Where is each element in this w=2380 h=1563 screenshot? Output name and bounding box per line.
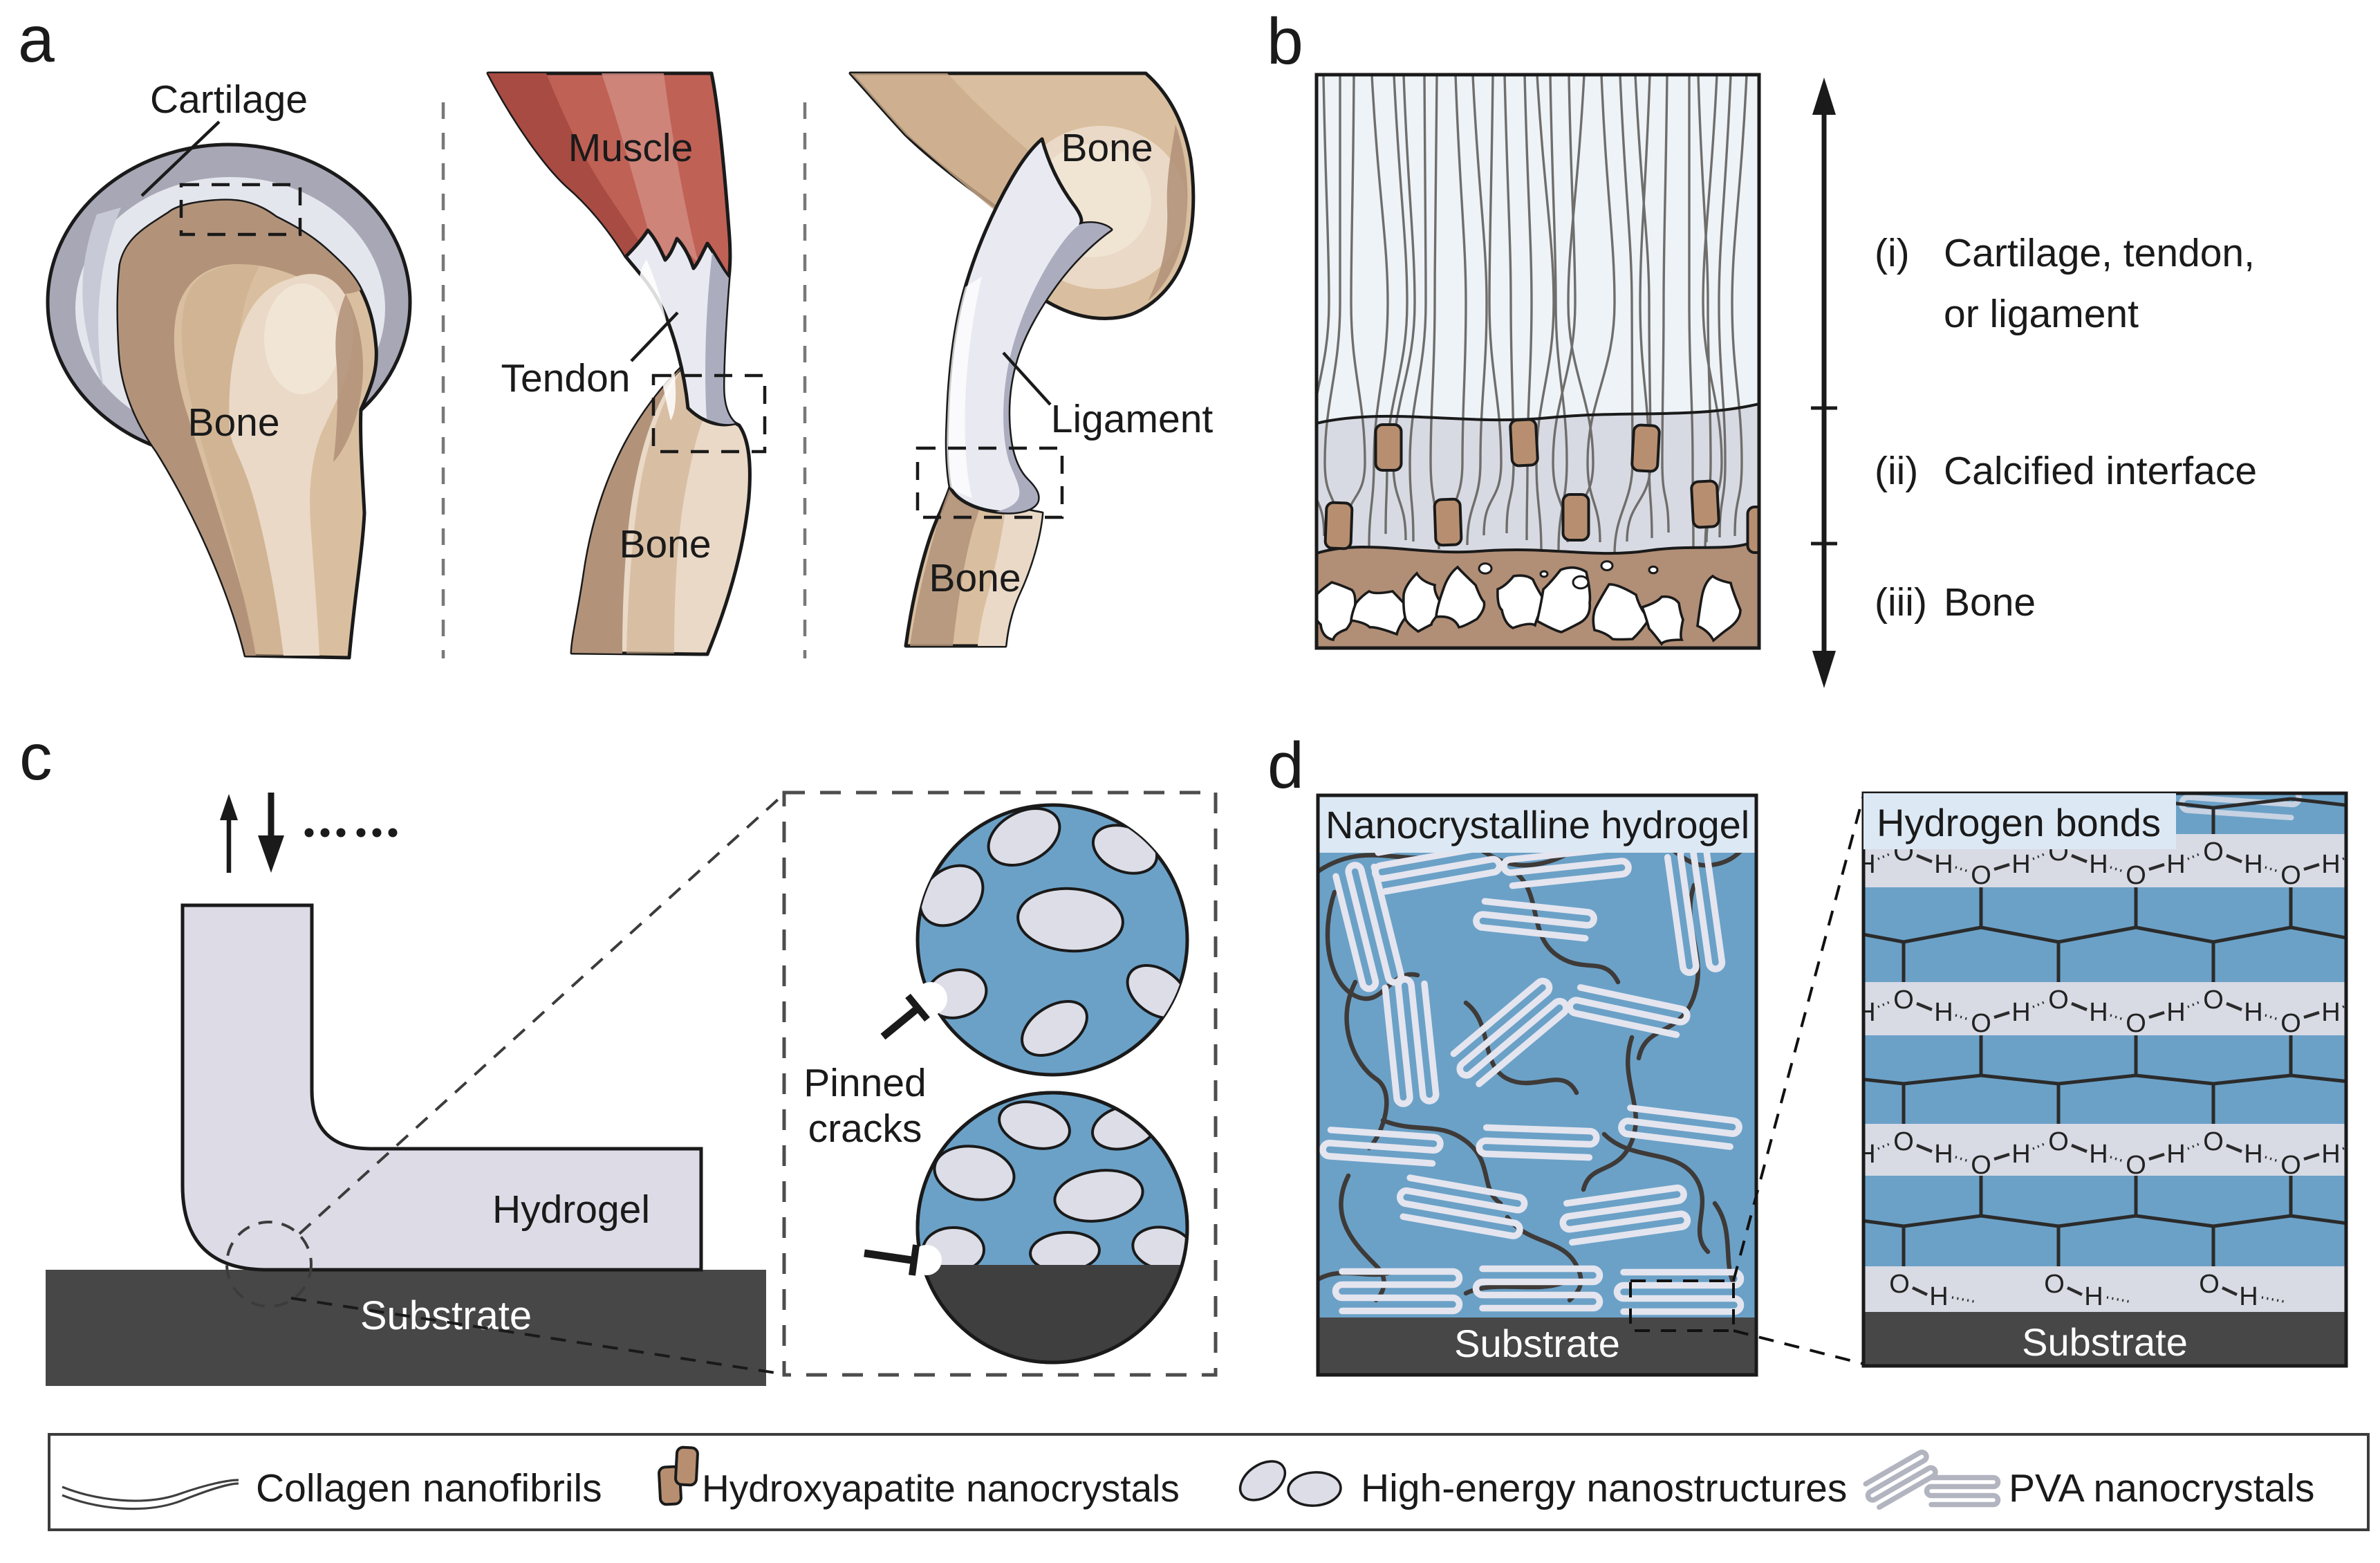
svg-text:Hydroxyapatite nanocrystals: Hydroxyapatite nanocrystals — [702, 1467, 1180, 1510]
svg-text:O: O — [1971, 1009, 1991, 1038]
svg-text:H: H — [2244, 850, 2262, 879]
svg-text:H: H — [2166, 1140, 2185, 1169]
svg-text:Hydrogel: Hydrogel — [492, 1187, 650, 1232]
svg-text:Bone: Bone — [187, 400, 279, 445]
svg-text:PVA nanocrystals: PVA nanocrystals — [2009, 1466, 2315, 1510]
svg-text:O: O — [2199, 1270, 2220, 1299]
svg-text:H: H — [2239, 1282, 2258, 1311]
svg-text:H: H — [2011, 998, 2030, 1027]
svg-text:O: O — [1971, 861, 1991, 890]
svg-text:H: H — [2244, 1140, 2262, 1169]
svg-text:Substrate: Substrate — [1454, 1322, 1620, 1365]
svg-text:H: H — [2321, 1140, 2340, 1169]
svg-text:O: O — [2203, 986, 2224, 1015]
svg-text:O: O — [1889, 1270, 1910, 1299]
svg-text:Pinned: Pinned — [803, 1061, 927, 1105]
svg-text:(iii): (iii) — [1875, 580, 1927, 625]
svg-text:O: O — [2048, 986, 2069, 1015]
svg-text:H: H — [2011, 1140, 2030, 1169]
svg-text:H: H — [2011, 850, 2030, 879]
svg-text:Collagen nanofibrils: Collagen nanofibrils — [256, 1466, 602, 1510]
svg-text:O: O — [1893, 986, 1914, 1015]
svg-text:O: O — [2280, 861, 2301, 890]
svg-text:Tendon: Tendon — [501, 356, 630, 400]
svg-text:Substrate: Substrate — [2022, 1320, 2188, 1364]
svg-text:Calcified interface: Calcified interface — [1944, 449, 2257, 493]
svg-text:or ligament: or ligament — [1944, 292, 2139, 336]
svg-text:H: H — [1857, 850, 1875, 879]
svg-text:Cartilage: Cartilage — [150, 77, 308, 122]
svg-text:H: H — [2166, 998, 2185, 1027]
svg-text:H: H — [1929, 1282, 1948, 1311]
svg-text:H: H — [1934, 1140, 1953, 1169]
svg-text:H: H — [1857, 1140, 1875, 1169]
svg-text:O: O — [2126, 1151, 2146, 1180]
svg-text:H: H — [2321, 998, 2340, 1027]
svg-text:H: H — [2244, 998, 2262, 1027]
svg-text:H: H — [2089, 850, 2108, 879]
svg-text:High-energy nanostructures: High-energy nanostructures — [1361, 1466, 1847, 1510]
svg-text:Nanocrystalline hydrogel: Nanocrystalline hydrogel — [1326, 803, 1749, 847]
svg-text:O: O — [2126, 1009, 2146, 1038]
svg-text:H: H — [2166, 850, 2185, 879]
svg-text:Ligament: Ligament — [1051, 397, 1214, 441]
svg-text:H: H — [1857, 998, 1875, 1027]
svg-text:O: O — [2280, 1151, 2301, 1180]
svg-text:Bone: Bone — [1944, 580, 2036, 625]
svg-text:O: O — [2048, 1127, 2069, 1156]
svg-text:(i): (i) — [1875, 231, 1910, 275]
svg-text:O: O — [2044, 1270, 2065, 1299]
svg-text:Cartilage, tendon,: Cartilage, tendon, — [1944, 231, 2255, 275]
svg-text:d: d — [1267, 729, 1304, 802]
svg-text:Bone: Bone — [1061, 126, 1153, 170]
svg-text:c: c — [19, 721, 53, 794]
svg-text:b: b — [1267, 5, 1303, 78]
svg-text:H: H — [2089, 1140, 2108, 1169]
svg-text:Muscle: Muscle — [568, 126, 694, 170]
svg-text:H: H — [2321, 850, 2340, 879]
svg-text:H: H — [1934, 998, 1953, 1027]
svg-text:H: H — [1934, 850, 1953, 879]
svg-text:Hydrogen bonds: Hydrogen bonds — [1877, 801, 2161, 844]
svg-text:cracks: cracks — [808, 1107, 922, 1151]
svg-text:H: H — [2089, 998, 2108, 1027]
svg-text:H: H — [2084, 1282, 2103, 1311]
svg-text:O: O — [2203, 1127, 2224, 1156]
svg-text:a: a — [18, 3, 55, 76]
svg-text:O: O — [2126, 861, 2146, 890]
svg-text:O: O — [1971, 1151, 1991, 1180]
svg-text:Bone: Bone — [929, 556, 1021, 600]
svg-text:O: O — [2203, 838, 2224, 867]
svg-text:O: O — [1893, 1127, 1914, 1156]
svg-text:O: O — [2280, 1009, 2301, 1038]
svg-text:(ii): (ii) — [1875, 449, 1918, 493]
svg-text:Bone: Bone — [619, 522, 711, 566]
